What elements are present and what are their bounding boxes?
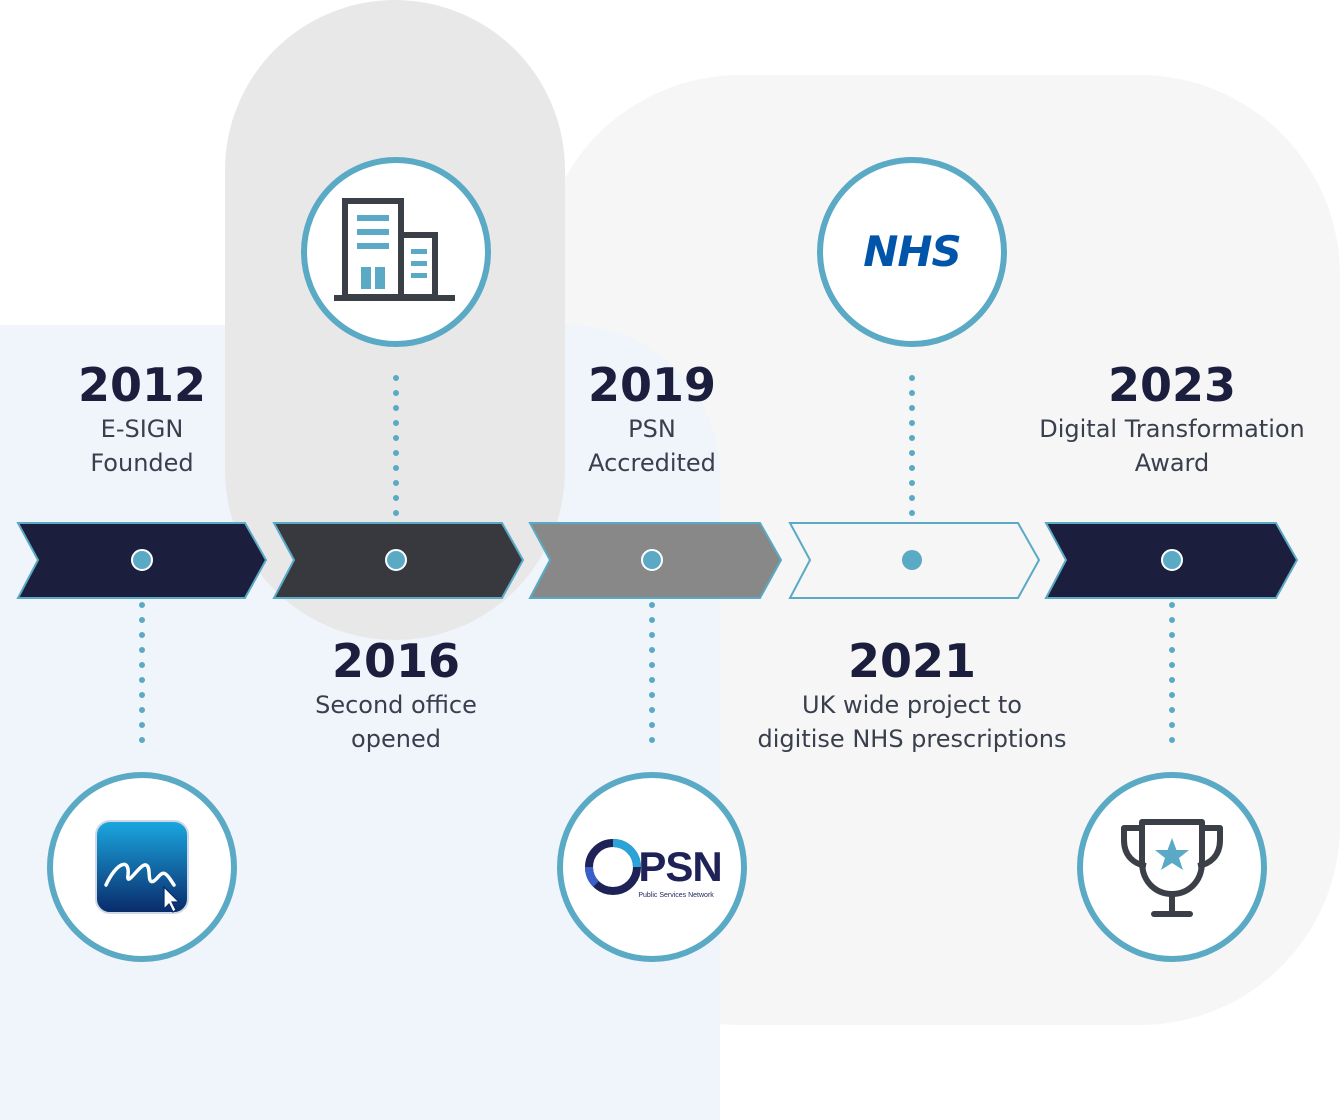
icon-circle-2023	[1077, 772, 1267, 962]
milestone-description-line: Accredited	[588, 449, 716, 477]
milestone-description: Second office opened	[276, 688, 516, 756]
psn-logo-subtitle: Public Services Network	[638, 891, 714, 899]
icon-circle-2021: NHS	[817, 157, 1007, 347]
dot-2012	[131, 549, 153, 571]
trophy-icon	[1121, 819, 1223, 917]
milestone-2019: 2019 PSN Accredited	[532, 358, 772, 480]
milestone-2016: 2016 Second office opened	[276, 634, 516, 756]
dot-2019	[641, 549, 663, 571]
milestone-year: 2012	[77, 358, 207, 412]
milestone-year: 2023	[1107, 358, 1237, 412]
icon-circle-2012	[47, 772, 237, 962]
icon-circle-2019: PSN Public Services Network	[557, 772, 747, 962]
milestone-description: PSN Accredited	[532, 412, 772, 480]
milestone-description-line: Founded	[90, 449, 194, 477]
milestone-year: 2016	[331, 634, 461, 688]
psn-logo-text: PSN	[638, 842, 722, 890]
nhs-logo-icon: NHS	[863, 227, 962, 276]
milestone-description: Digital Transformation Award	[1012, 412, 1332, 480]
milestone-description-line: Digital Transformation	[1039, 415, 1305, 443]
milestone-year: 2019	[587, 358, 717, 412]
milestone-description: E-SIGN Founded	[22, 412, 262, 480]
milestone-2021: 2021 UK wide project to digitise NHS pre…	[732, 634, 1092, 756]
dot-2023	[1161, 549, 1183, 571]
milestone-description: UK wide project to digitise NHS prescrip…	[732, 688, 1092, 756]
milestone-year: 2021	[847, 634, 977, 688]
milestone-description-line: opened	[351, 725, 441, 753]
milestone-description-line: Award	[1134, 449, 1210, 477]
dot-2016	[385, 549, 407, 571]
esign-logo-icon	[95, 820, 189, 914]
icon-circle-2016	[301, 157, 491, 347]
dot-2021	[902, 550, 922, 570]
psn-logo-icon: PSN Public Services Network	[582, 836, 723, 899]
milestone-description-line: E-SIGN	[100, 415, 184, 443]
milestone-2012: 2012 E-SIGN Founded	[22, 358, 262, 480]
milestone-description-line: PSN	[628, 415, 676, 443]
office-building-icon	[334, 198, 455, 301]
psn-ring-icon	[585, 838, 642, 895]
milestone-description-line: digitise NHS prescriptions	[757, 725, 1067, 753]
milestone-2023: 2023 Digital Transformation Award	[1012, 358, 1332, 480]
milestone-description-line: UK wide project to	[802, 691, 1022, 719]
milestone-description-line: Second office	[315, 691, 477, 719]
